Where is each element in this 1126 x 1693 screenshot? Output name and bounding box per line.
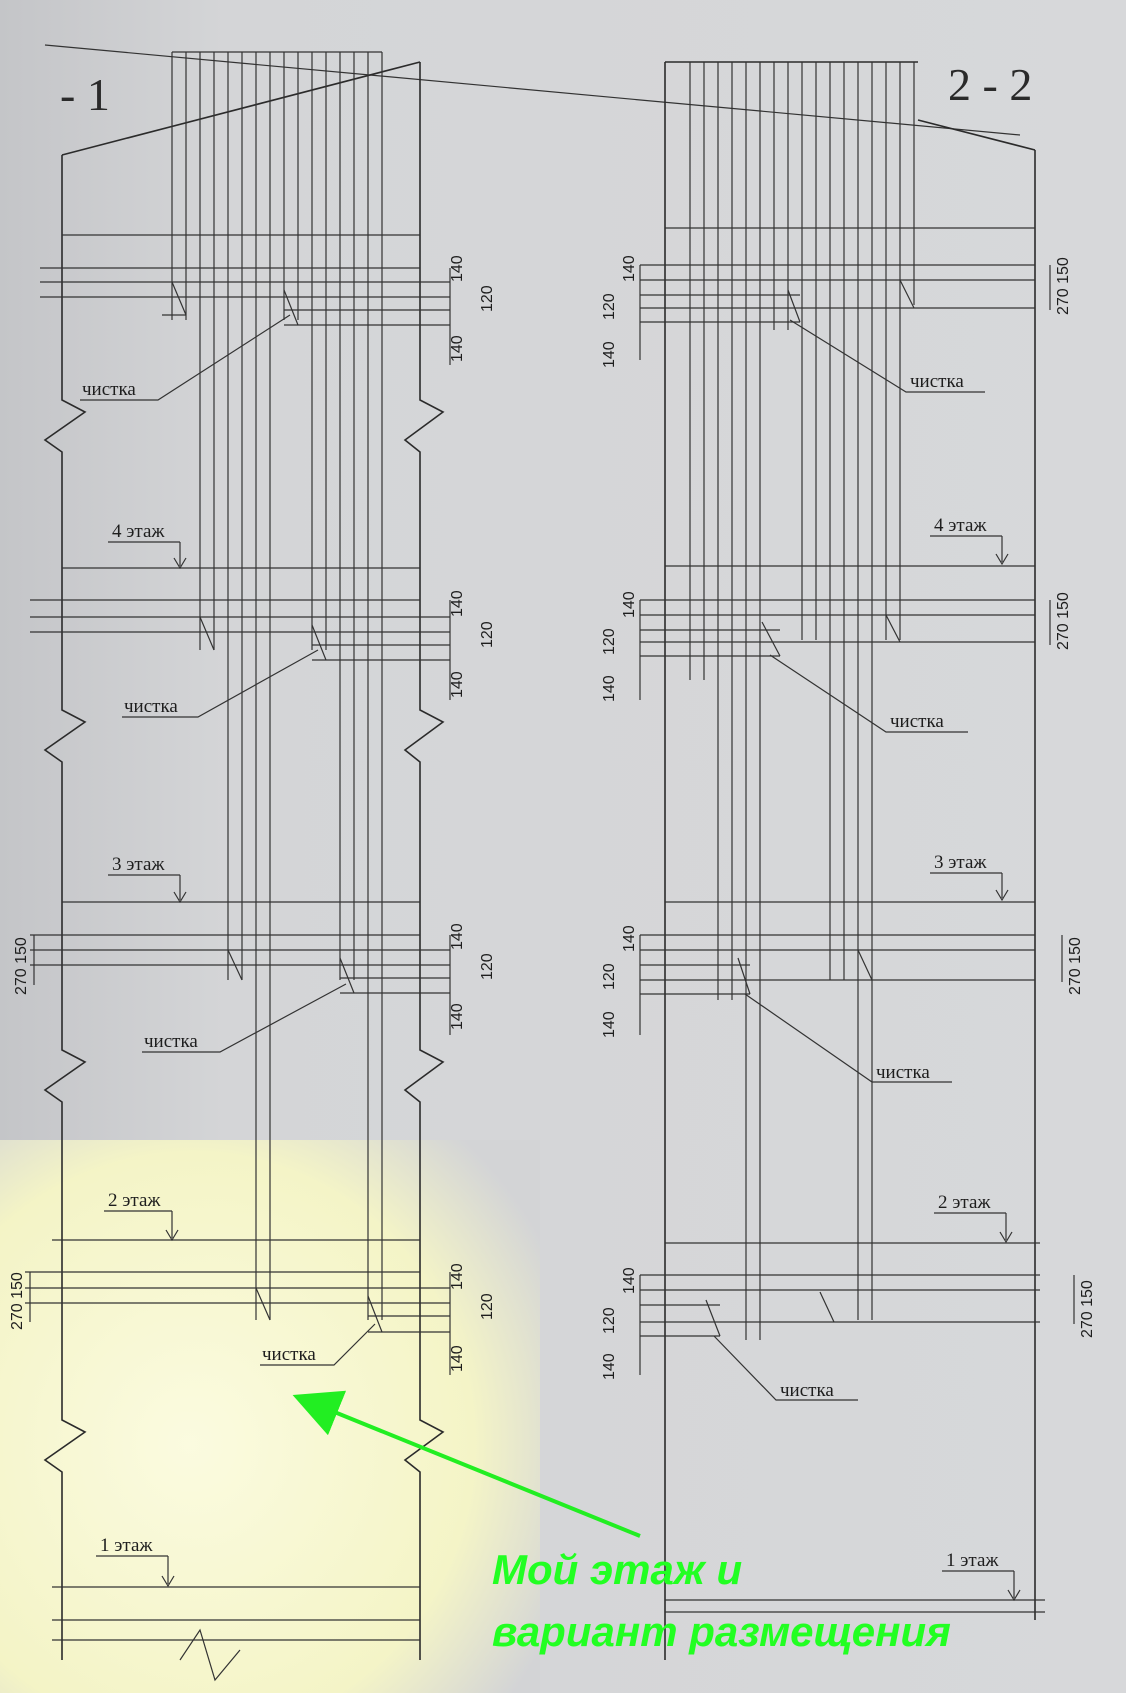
svg-text:270 150: 270 150 [9,1272,26,1330]
svg-text:140: 140 [449,255,466,282]
svg-text:140: 140 [449,1263,466,1290]
svg-text:120: 120 [479,953,496,980]
annotation-line-2: вариант размещения [492,1608,951,1655]
cleanout-label: чистка [144,1031,198,1052]
cleanout-callouts-left: чистка чистка чистка чистка [80,314,376,1366]
svg-text:270 150: 270 150 [1079,1280,1096,1338]
floor-label-4-right: 4 этаж [934,515,987,536]
svg-text:140: 140 [621,255,638,282]
svg-text:270 150: 270 150 [1067,937,1084,995]
floor-label-3-right: 3 этаж [934,852,987,873]
right-wall [403,62,445,1660]
svg-text:140: 140 [449,1345,466,1372]
svg-text:140: 140 [601,341,618,368]
svg-text:120: 120 [601,293,618,320]
cleanout-label: чистка [890,711,944,732]
svg-text:140: 140 [621,925,638,952]
section-title-1-1: - 1 [60,69,110,120]
cleanout-label: чистка [910,371,964,392]
cleanout-label: чистка [82,379,136,400]
svg-text:120: 120 [601,628,618,655]
annotation: Мой этаж и вариант размещения [292,1390,951,1655]
floor-label-3-left: 3 этаж [112,854,165,875]
vertical-pipes [171,51,383,1320]
left-wall [43,155,87,1660]
vertical-pipes-2 [689,62,915,1340]
dimension-labels-left: 140 120 140 140 120 140 140 120 140 140 … [9,255,496,1375]
cleanout-label: чистка [780,1380,834,1401]
floor-label-2-left: 2 этаж [108,1190,161,1211]
cleanout-callouts-right: чистка чистка чистка чистка [713,319,985,1401]
svg-text:140: 140 [449,671,466,698]
section-1-1: - 1 [9,51,496,1682]
svg-text:140: 140 [601,1011,618,1038]
svg-text:140: 140 [601,1353,618,1380]
dimension-labels-right: 140 120 140 140 120 140 140 120 140 140 … [601,255,1096,1380]
floor-label-1-right: 1 этаж [946,1550,999,1571]
svg-text:140: 140 [601,675,618,702]
floor-label-4-left: 4 этаж [112,521,165,542]
annotation-line-1: Мой этаж и [492,1546,742,1593]
svg-text:120: 120 [479,285,496,312]
floor-label-1-left: 1 этаж [100,1535,153,1556]
svg-text:140: 140 [449,1003,466,1030]
svg-text:140: 140 [449,923,466,950]
svg-text:140: 140 [621,591,638,618]
svg-text:120: 120 [601,963,618,990]
floor-label-2-right: 2 этаж [938,1192,991,1213]
svg-text:270 150: 270 150 [13,937,30,995]
svg-text:120: 120 [601,1307,618,1334]
section-2-2: 2 - 2 [601,59,1096,1660]
section-title-2-2: 2 - 2 [948,59,1032,110]
svg-text:140: 140 [621,1267,638,1294]
cleanout-label: чистка [876,1062,930,1083]
svg-text:120: 120 [479,1293,496,1320]
cleanout-label: чистка [124,696,178,717]
svg-text:270 150: 270 150 [1055,257,1072,315]
cleanout-label: чистка [262,1344,316,1365]
svg-text:120: 120 [479,621,496,648]
annotation-arrow [292,1390,641,1538]
svg-text:270 150: 270 150 [1055,592,1072,650]
svg-text:140: 140 [449,335,466,362]
svg-text:140: 140 [449,590,466,617]
